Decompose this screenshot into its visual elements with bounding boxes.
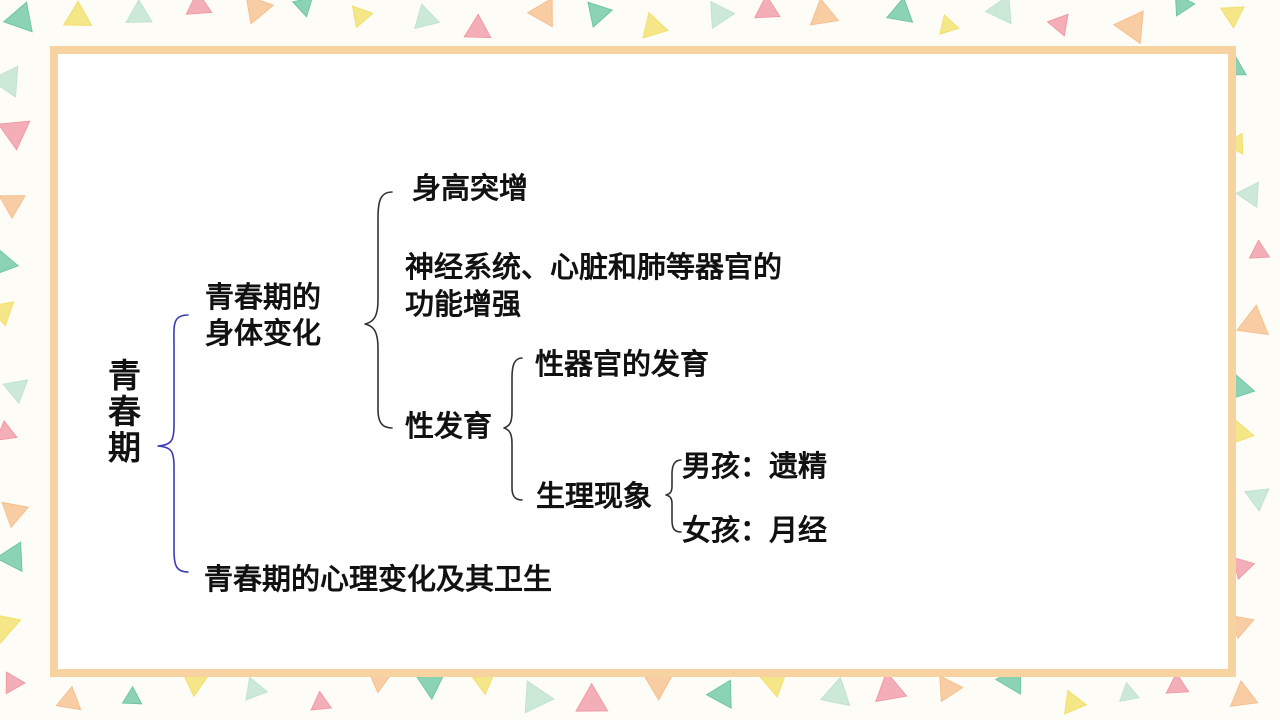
confetti-triangle [351, 5, 374, 29]
confetti-triangle [1, 501, 30, 529]
confetti-triangle [0, 615, 22, 645]
confetti-triangle [0, 195, 26, 220]
confetti-triangle [819, 676, 851, 707]
girl-phenomenon-label: 女孩：月经 [682, 513, 827, 547]
confetti-triangle [0, 301, 15, 327]
confetti-triangle [1244, 488, 1270, 512]
body-change-brace [364, 191, 393, 429]
confetti-triangle [1229, 680, 1259, 707]
confetti-triangle [2, 379, 29, 405]
confetti-triangle [1119, 681, 1140, 702]
organ-development-label: 性器官的发育 [535, 347, 709, 381]
confetti-triangle [2, 1, 33, 33]
root-label-char-1: 青 [108, 356, 141, 395]
confetti-triangle [809, 0, 840, 26]
sexual-development-brace [503, 357, 523, 501]
root-label-char-2: 春 [108, 392, 141, 431]
confetti-triangle [0, 120, 31, 151]
confetti-triangle [984, 0, 1012, 25]
sexual-development-label: 性发育 [405, 409, 492, 443]
body-change-label-line-1: 青春期的 [205, 280, 321, 314]
physiology-brace [665, 459, 682, 533]
confetti-triangle [1235, 181, 1259, 208]
confetti-triangle [939, 675, 964, 703]
height-increase-label: 身高突增 [412, 171, 528, 205]
confetti-triangle [642, 11, 669, 39]
confetti-triangle [1063, 689, 1088, 715]
confetti-triangle [1248, 239, 1271, 259]
confetti-triangle [524, 680, 555, 714]
confetti-triangle [0, 419, 18, 441]
root-brace [157, 314, 189, 573]
body-change-label-line-2: 身体变化 [205, 316, 321, 350]
content-frame [50, 46, 1236, 677]
root-label-char-3: 期 [108, 428, 141, 467]
confetti-triangle [1112, 10, 1144, 45]
confetti-triangle [414, 3, 441, 30]
confetti-triangle [125, 0, 153, 23]
organ-function-label-line-1: 神经系统、心脏和肺等器官的 [405, 250, 782, 284]
organ-function-label-line-2: 功能增强 [405, 287, 521, 321]
confetti-triangle [526, 0, 553, 28]
confetti-triangle [121, 685, 143, 705]
confetti-triangle [0, 65, 19, 98]
confetti-triangle [1165, 672, 1190, 694]
confetti-triangle [885, 0, 914, 23]
confetti-triangle [310, 690, 333, 711]
mind-change-label: 青春期的心理变化及其卫生 [204, 562, 552, 596]
confetti-triangle [939, 13, 960, 35]
confetti-triangle [1175, 0, 1196, 17]
confetti-triangle [1219, 6, 1245, 29]
confetti-triangle [291, 0, 313, 18]
confetti-triangle [62, 0, 93, 26]
confetti-triangle [185, 0, 213, 15]
confetti-triangle [575, 682, 609, 712]
confetti-triangle [1046, 13, 1069, 37]
physiology-label: 生理现象 [536, 479, 652, 513]
confetti-triangle [0, 249, 20, 273]
confetti-triangle [55, 685, 82, 711]
confetti-triangle [245, 676, 269, 701]
boy-phenomenon-label: 男孩：遗精 [682, 449, 827, 483]
confetti-triangle [710, 0, 736, 30]
confetti-triangle [0, 541, 23, 573]
confetti-triangle [5, 671, 26, 695]
confetti-triangle [246, 0, 275, 25]
confetti-triangle [705, 679, 732, 709]
confetti-triangle [587, 1, 614, 28]
confetti-triangle [753, 0, 781, 19]
confetti-triangle [875, 671, 908, 703]
confetti-triangle [463, 13, 492, 39]
confetti-triangle [1236, 304, 1269, 336]
